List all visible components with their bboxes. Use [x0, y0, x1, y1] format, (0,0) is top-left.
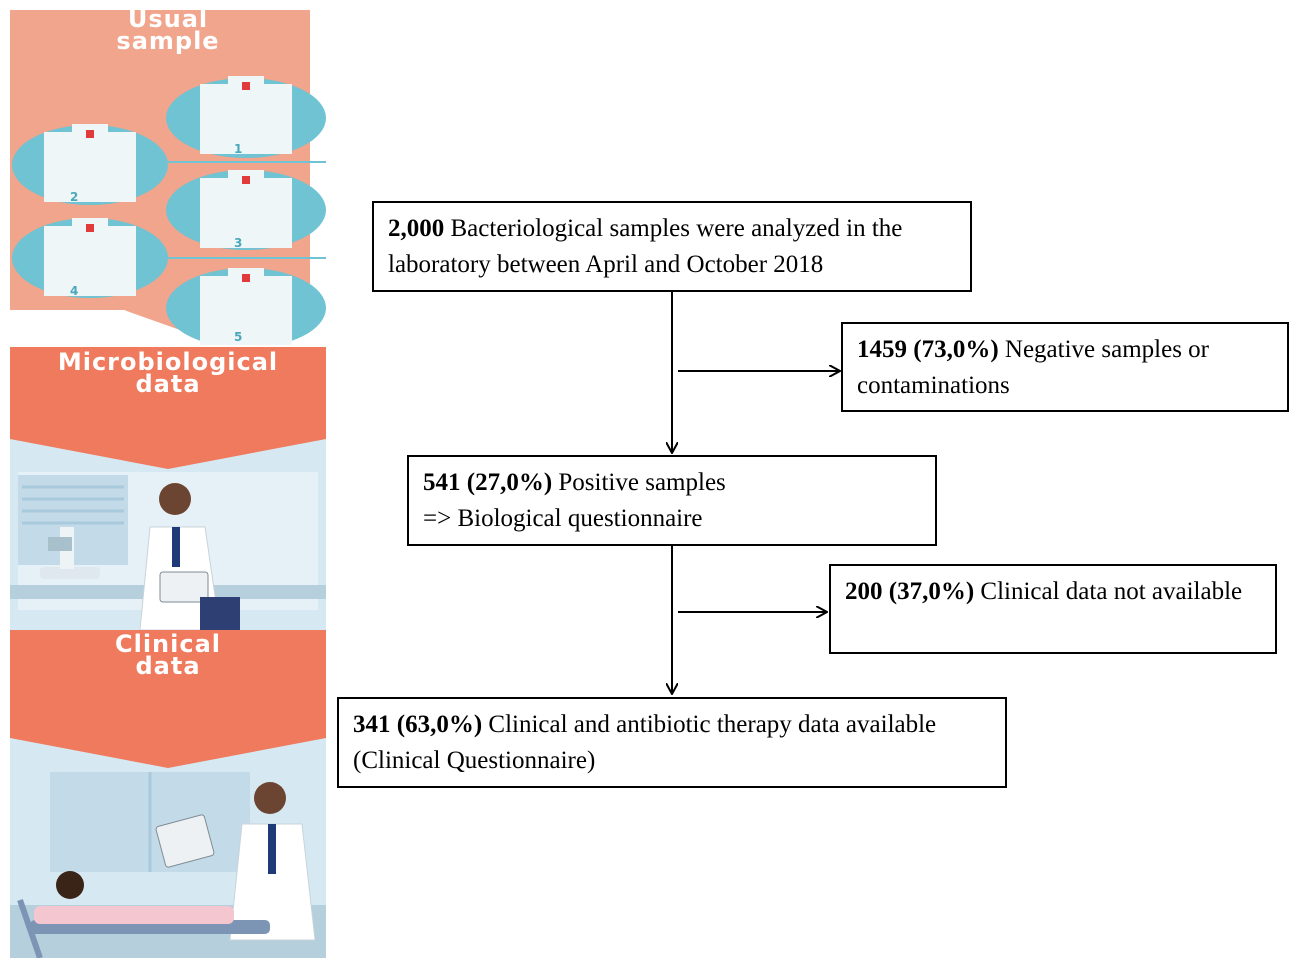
usual-sample-title: Usual sample: [10, 5, 326, 55]
usual-sample-illustration: [10, 10, 326, 345]
clinical-title-line1: Clinical: [114, 630, 222, 658]
flow-box-clinical-unavailable: 200 (37,0%) Clinical data not available: [829, 564, 1277, 654]
hospital-number-4: 4: [70, 284, 79, 298]
biological-questionnaire-text: => Biological questionnaire: [423, 505, 703, 532]
microbiological-data-panel: Microbiological data: [10, 347, 326, 630]
clinical-title-line2: data: [135, 652, 201, 680]
total-samples-count: 2,000: [388, 215, 445, 242]
usual-sample-title-line1: Usual: [127, 5, 209, 33]
clinical-data-panel: Clinical data: [10, 630, 326, 958]
hospital-number-2: 2: [70, 190, 79, 204]
flow-box-negative-samples: 1459 (73,0%) Negative samples or contami…: [841, 322, 1289, 412]
usual-sample-panel: Usual sample 1 2 3 4 5: [10, 0, 326, 345]
clinic-illustration: [10, 630, 326, 958]
clinical-available-text: Clinical and antibiotic therapy data ava…: [353, 711, 937, 774]
hospital-number-5: 5: [234, 330, 243, 344]
usual-sample-title-line2: sample: [116, 27, 220, 55]
hospital-icon-2: [12, 124, 168, 205]
hospital-icon-1: [166, 76, 326, 158]
hospital-icon-5: [166, 268, 326, 345]
hospital-number-1: 1: [234, 142, 243, 156]
microbiological-title-line2: data: [135, 370, 201, 398]
clinical-data-title: Clinical data: [10, 630, 326, 680]
clinical-available-count: 341 (63,0%): [353, 711, 483, 738]
hospital-icon-3: [166, 170, 326, 250]
flow-box-clinical-available: 341 (63,0%) Clinical and antibiotic ther…: [337, 697, 1007, 788]
clinical-unavailable-count: 200 (37,0%): [845, 578, 975, 605]
microbiological-data-title: Microbiological data: [10, 348, 326, 398]
flow-box-total-samples: 2,000 Bacteriological samples were analy…: [372, 201, 972, 292]
positive-samples-text: Positive samples: [552, 469, 726, 496]
positive-samples-count: 541 (27,0%): [423, 469, 553, 496]
lab-illustration: [10, 347, 326, 630]
flow-box-positive-samples: 541 (27,0%) Positive samples => Biologic…: [407, 455, 937, 546]
negative-samples-text: Negative samples or contaminations: [857, 336, 1210, 399]
negative-samples-count: 1459 (73,0%): [857, 336, 999, 363]
hospital-number-3: 3: [234, 236, 243, 250]
total-samples-text: Bacteriological samples were analyzed in…: [388, 215, 903, 278]
microbiological-title-line1: Microbiological: [57, 348, 279, 376]
clinical-unavailable-text: Clinical data not available: [974, 578, 1243, 605]
hospital-icon-4: [12, 218, 168, 298]
